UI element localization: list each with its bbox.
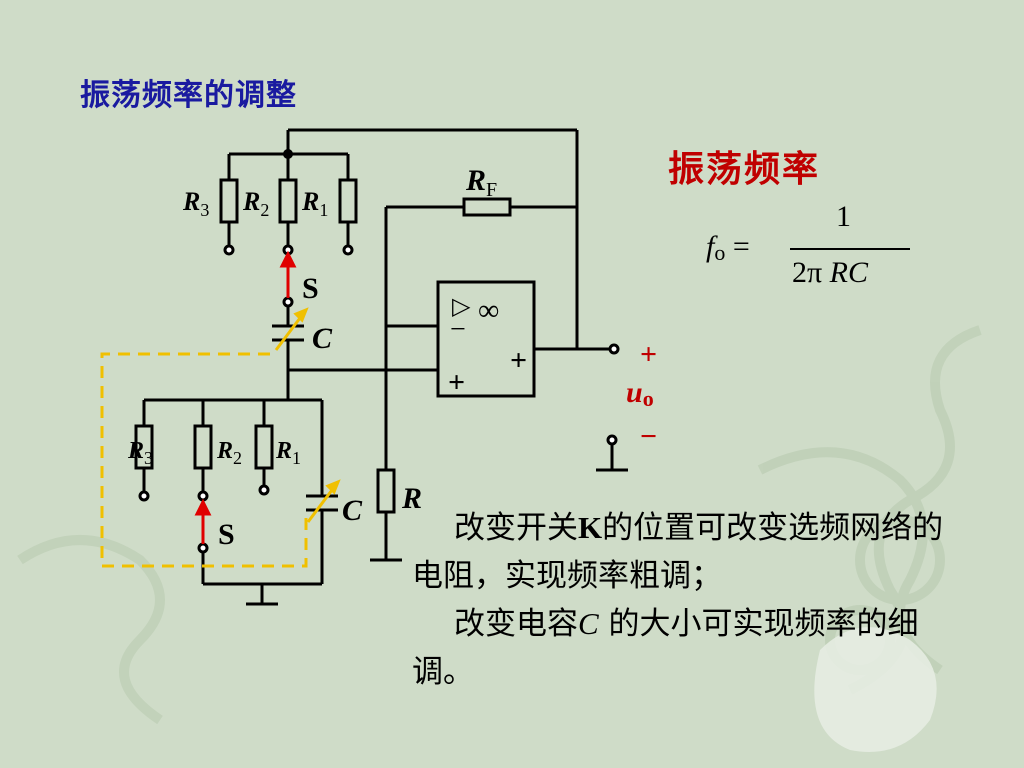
output-plus-label: + [640,338,657,371]
slide-title: 振荡频率的调整 [80,78,297,113]
upper-cap-tuner-icon [274,317,302,351]
formula-den-prefix: 2π [792,256,830,289]
upper-resistor-r1 [338,178,358,224]
feedback-resistor-rf [462,197,512,217]
formula-f: f [706,230,715,263]
opamp-triangle-icon: ▷ [452,294,471,320]
junction-dot [283,149,293,159]
lower-terminal-r3 [138,490,150,502]
opamp-out-sign: + [510,344,527,377]
frequency-formula: fo = 1 2π RC [706,200,916,310]
upper-terminal-r1 [342,244,354,256]
description-line-1: 改变开关K的位置可改变选频网络的电阻，实现频率粗调； [412,510,944,594]
formula-numerator: 1 [836,200,851,233]
frequency-heading: 振荡频率 [668,148,821,190]
upper-switch-pivot [282,296,294,308]
ground-resistor-r [376,468,396,514]
upper-label-c: C [312,322,333,355]
opamp-inv-sign: − [450,314,466,345]
lower-label-s: S [218,518,235,551]
fraction-bar [790,248,910,250]
description-text: 改变开关K的位置可改变选频网络的电阻，实现频率粗调； 改变电容C 的大小可实现频… [412,504,972,696]
upper-label-r2: R2 [242,187,269,220]
lower-cap-tuner-icon [306,489,334,523]
description-line-2: 改变电容C 的大小可实现频率的细调。 [412,606,919,690]
upper-terminal-r3 [223,244,235,256]
lower-label-r1: R1 [275,438,301,468]
formula-f-sub: o [714,240,726,265]
lower-resistor-r2 [193,424,213,470]
output-minus-label: − [640,420,657,453]
output-u-label: uo [626,376,654,411]
lower-label-r2: R2 [216,438,242,468]
opamp-box [436,280,536,398]
label-rf: RF [465,164,497,201]
label-ground-r: R [401,482,422,515]
opamp-gain: ∞ [478,294,499,327]
lower-resistor-r1 [254,424,274,470]
formula-equals: = [732,230,750,263]
upper-label-r1: R1 [301,187,328,220]
upper-label-s: S [302,272,319,305]
opamp-noninv-sign: + [448,366,465,399]
upper-label-r3: R3 [182,187,209,220]
upper-resistor-r2 [278,178,298,224]
output-terminal-plus [608,343,620,355]
selection-network-box [100,352,308,568]
formula-denominator: 2π RC [792,256,868,290]
lower-label-c: C [342,494,363,527]
lower-switch-pivot [197,542,209,554]
formula-lhs: fo = [706,230,750,265]
upper-resistor-r3 [219,178,239,224]
output-terminal-minus [606,434,618,446]
lower-label-r3: R3 [127,438,153,468]
formula-den-vars: RC [829,256,868,289]
lower-terminal-r1 [258,484,270,496]
